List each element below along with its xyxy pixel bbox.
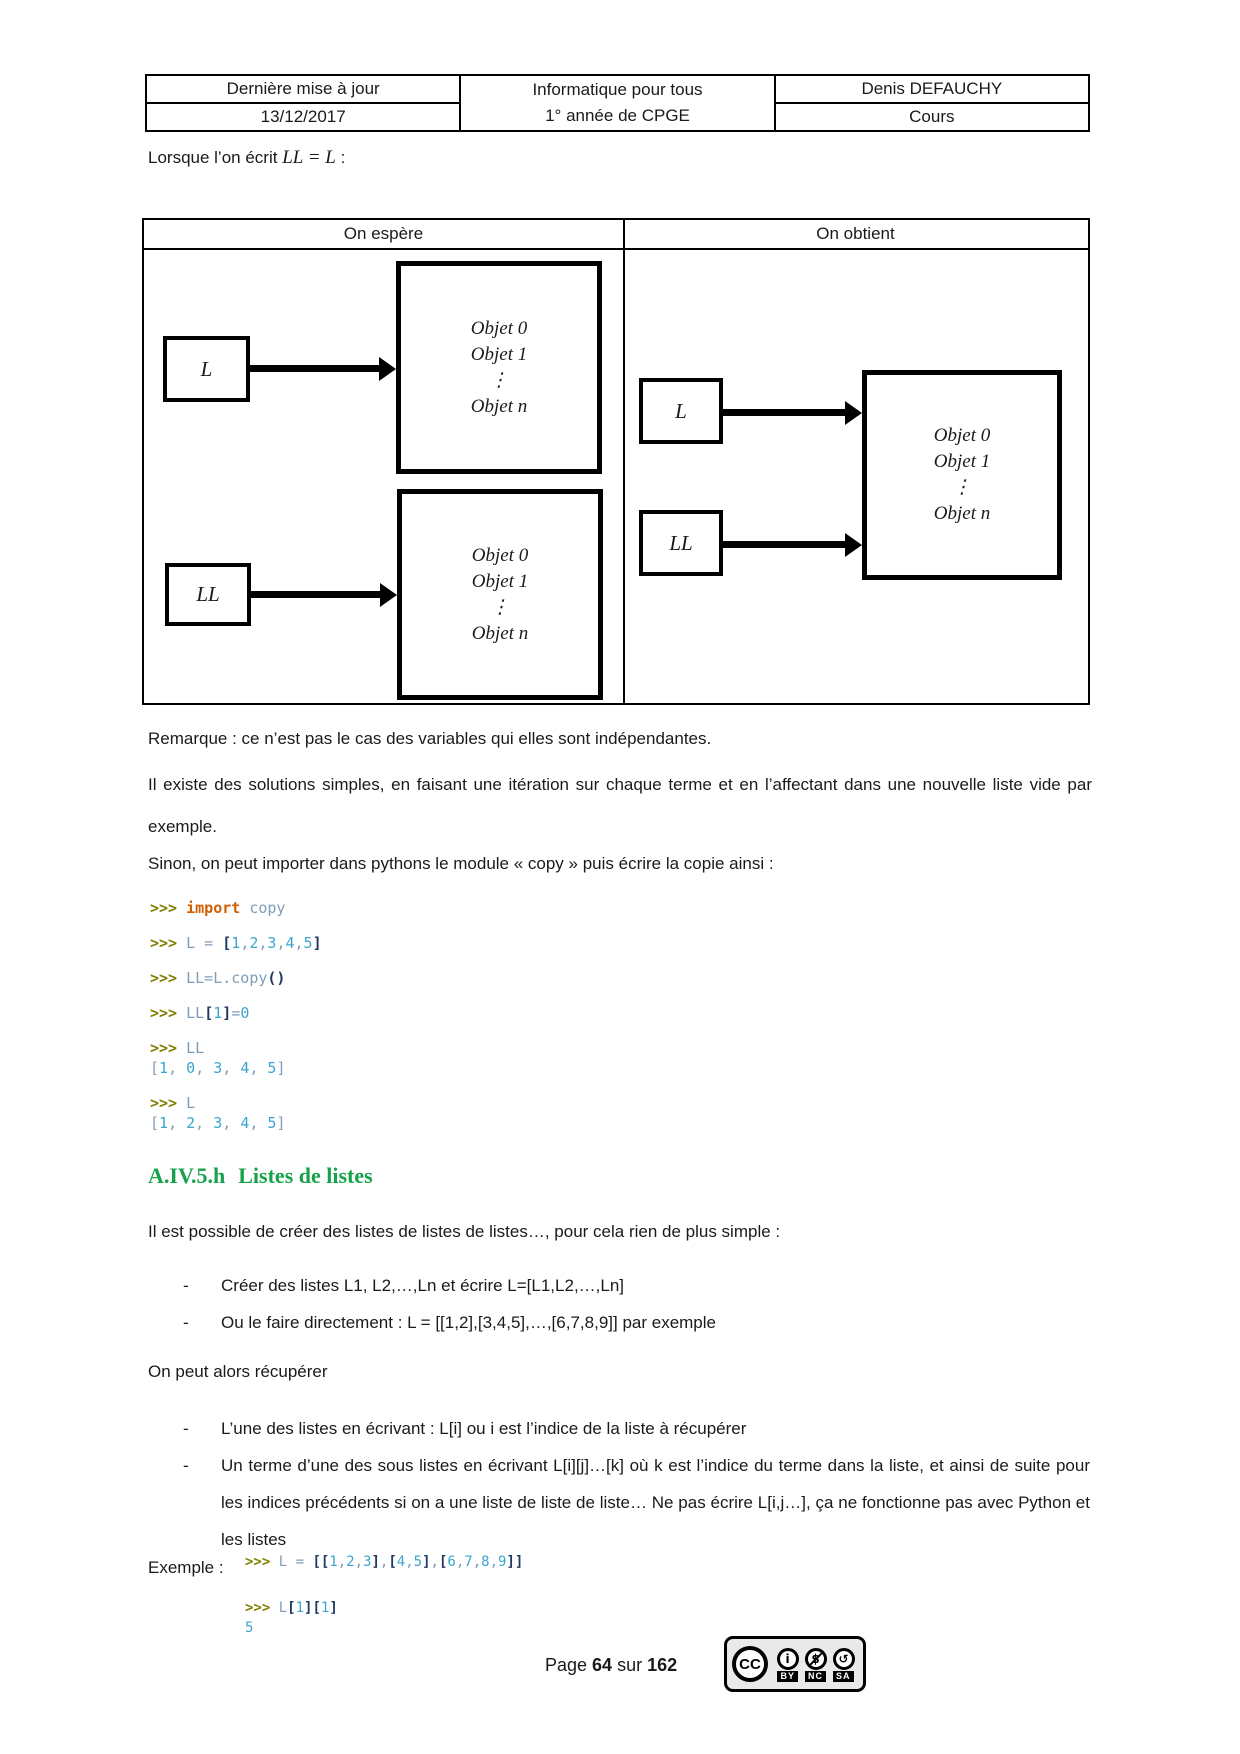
section-title: Listes de listes [238, 1163, 373, 1188]
object-line: Objet 1 [470, 343, 528, 365]
code-block-copy-example: >>> import copy >>> L = [1,2,3,4,5] >>> LL… [150, 898, 322, 1148]
object-box-right: Objet 0 Objet 1 ⋮ Objet n [862, 370, 1062, 580]
list-item: - Ou le faire directement : L = [[1,2],[3… [183, 1304, 1090, 1341]
bullet-text: Créer des listes L1, L2,…,Ln et écrire L… [221, 1276, 625, 1295]
var-label-l: L [200, 356, 213, 381]
nc-dollar-icon: $ [804, 1648, 827, 1670]
object-line: Objet 0 [933, 425, 991, 446]
object-line: Objet 0 [470, 317, 528, 339]
header-col-update: Dernière mise à jour 13/12/2017 [147, 76, 460, 130]
bullet-dash: - [183, 1313, 189, 1332]
header-cell-update-date: 13/12/2017 [260, 107, 346, 126]
nc-label: NC [805, 1671, 826, 1682]
code-line: >>> L[1][1] [245, 1600, 338, 1616]
bullet-dash: - [183, 1276, 189, 1295]
example-label: Exemple : [148, 1558, 224, 1577]
object-line: ⋮ [952, 477, 972, 498]
arrow-ll-left [247, 582, 397, 607]
var-box-l-right: L [639, 378, 723, 444]
code-line: >>> LL[1]=0 [150, 1004, 250, 1022]
intro-math-expression: LL = L [282, 147, 336, 168]
var-label-ll: LL [196, 582, 220, 606]
bullet-list-create: - Créer des listes L1, L2,…,Ln et écrire … [183, 1267, 1090, 1341]
object-box-left-1: Objet 0 Objet 1 ⋮ Objet n [396, 261, 602, 474]
header-cell-author-name: Denis DEFAUCHY [775, 76, 1088, 104]
diagram-header-obtained: On obtient [816, 224, 895, 243]
header-cell-course-line2: 1° année de CPGE [545, 106, 690, 125]
sa-arrow-icon: ↺ [832, 1648, 855, 1670]
object-line: Objet n [933, 503, 991, 524]
code-line: >>> import copy [150, 899, 286, 917]
code-line: [1, 2, 3, 4, 5] [150, 1114, 286, 1132]
intro-prefix: Lorsque l’on écrit [148, 148, 283, 167]
cc-logo-icon: CC [732, 1646, 768, 1682]
header-cell-update-label: Dernière mise à jour [147, 76, 460, 104]
code-line: 5 [245, 1620, 254, 1636]
paragraph-retrieve: On peut alors récupérer [148, 1362, 328, 1381]
bullet-dash: - [183, 1456, 189, 1475]
remark-text: Remarque : ce n’est pas le cas des varia… [148, 729, 712, 748]
var-label-l: L [675, 398, 687, 423]
header-cell-course-line1: Informatique pour tous [532, 80, 703, 99]
code-line: [1, 0, 3, 4, 5] [150, 1059, 286, 1077]
sa-label: SA [833, 1671, 854, 1682]
object-line: ⋮ [489, 369, 509, 391]
paragraph-solutions: Il existe des solutions simples, en fais… [148, 775, 1092, 836]
object-box-left-2: Objet 0 Objet 1 ⋮ Objet n [397, 489, 603, 700]
arrow-l-right [719, 400, 862, 425]
header-col-author: Denis DEFAUCHY Cours [773, 76, 1088, 130]
var-box-ll-right: LL [639, 510, 723, 576]
by-person-icon: i [776, 1648, 799, 1670]
code-line: >>> L [150, 1094, 196, 1112]
bullet-text: Un terme d’une des sous listes en écriva… [221, 1456, 1090, 1549]
object-line: Objet n [470, 395, 528, 417]
list-item: - Un terme d’une des sous listes en écriv… [183, 1447, 1090, 1558]
intro-sentence: Lorsque l’on écrit LL = L : [148, 147, 345, 169]
page-number-prefix: Page [545, 1655, 593, 1675]
var-box-ll-left: LL [165, 563, 251, 626]
arrow-ll-right [719, 532, 862, 557]
bullet-list-retrieve: - L’une des listes en écrivant : L[i] ou … [183, 1410, 1090, 1558]
page-number-total: 162 [647, 1655, 678, 1675]
list-item: - Créer des listes L1, L2,…,Ln et écrire … [183, 1267, 1090, 1304]
section-number: A.IV.5.h [148, 1163, 226, 1188]
code-block-example: >>> L = [[1,2,3],[4,5],[6,7,8,9]] >>> L[1… [245, 1552, 523, 1664]
code-line: >>> L = [1,2,3,4,5] [150, 934, 322, 952]
object-line: Objet 1 [933, 451, 991, 472]
diagram-divider [623, 220, 625, 703]
paragraph-lists-of-lists: Il est possible de créer des listes de l… [148, 1222, 781, 1241]
bullet-dash: - [183, 1419, 189, 1438]
var-label-ll: LL [669, 530, 693, 555]
paragraph-copy-module: Sinon, on peut importer dans pythons le … [148, 854, 774, 873]
intro-suffix: : [335, 148, 346, 167]
diagram-header-expected: On espère [343, 224, 424, 243]
code-line: >>> L = [[1,2,3],[4,5],[6,7,8,9]] [245, 1554, 524, 1570]
by-label: BY [777, 1671, 798, 1682]
header-col-course: Informatique pour tous 1° année de CPGE [459, 76, 773, 130]
bullet-text: L’une des listes en écrivant : L[i] ou i… [221, 1419, 747, 1438]
page-number: Page 64 sur 162 [545, 1655, 677, 1676]
code-line: >>> LL=L.copy() [150, 969, 286, 987]
section-heading: A.IV.5.h Listes de listes [148, 1163, 373, 1189]
var-box-l-left: L [163, 336, 250, 402]
diagram-header: On espère On obtient [144, 220, 1088, 250]
object-line: Objet n [471, 622, 529, 644]
object-line: Objet 1 [471, 570, 529, 592]
cc-license-icons: i $ ↺ BY NC SA [768, 1646, 863, 1682]
header-cell-author-type: Cours [909, 107, 955, 126]
bullet-text: Ou le faire directement : L = [[1,2],[3,… [221, 1313, 716, 1332]
page-number-current: 64 [592, 1655, 613, 1675]
arrow-l-left [246, 356, 396, 381]
object-line: Objet 0 [471, 544, 529, 566]
cc-license-badge: CC i $ ↺ BY NC SA [724, 1636, 866, 1692]
list-item: - L’une des listes en écrivant : L[i] ou … [183, 1410, 1090, 1447]
object-line: ⋮ [490, 596, 510, 618]
header-table: Dernière mise à jour 13/12/2017 Informat… [145, 74, 1090, 132]
page-number-mid: sur [612, 1655, 648, 1675]
code-line: >>> LL [150, 1039, 205, 1057]
